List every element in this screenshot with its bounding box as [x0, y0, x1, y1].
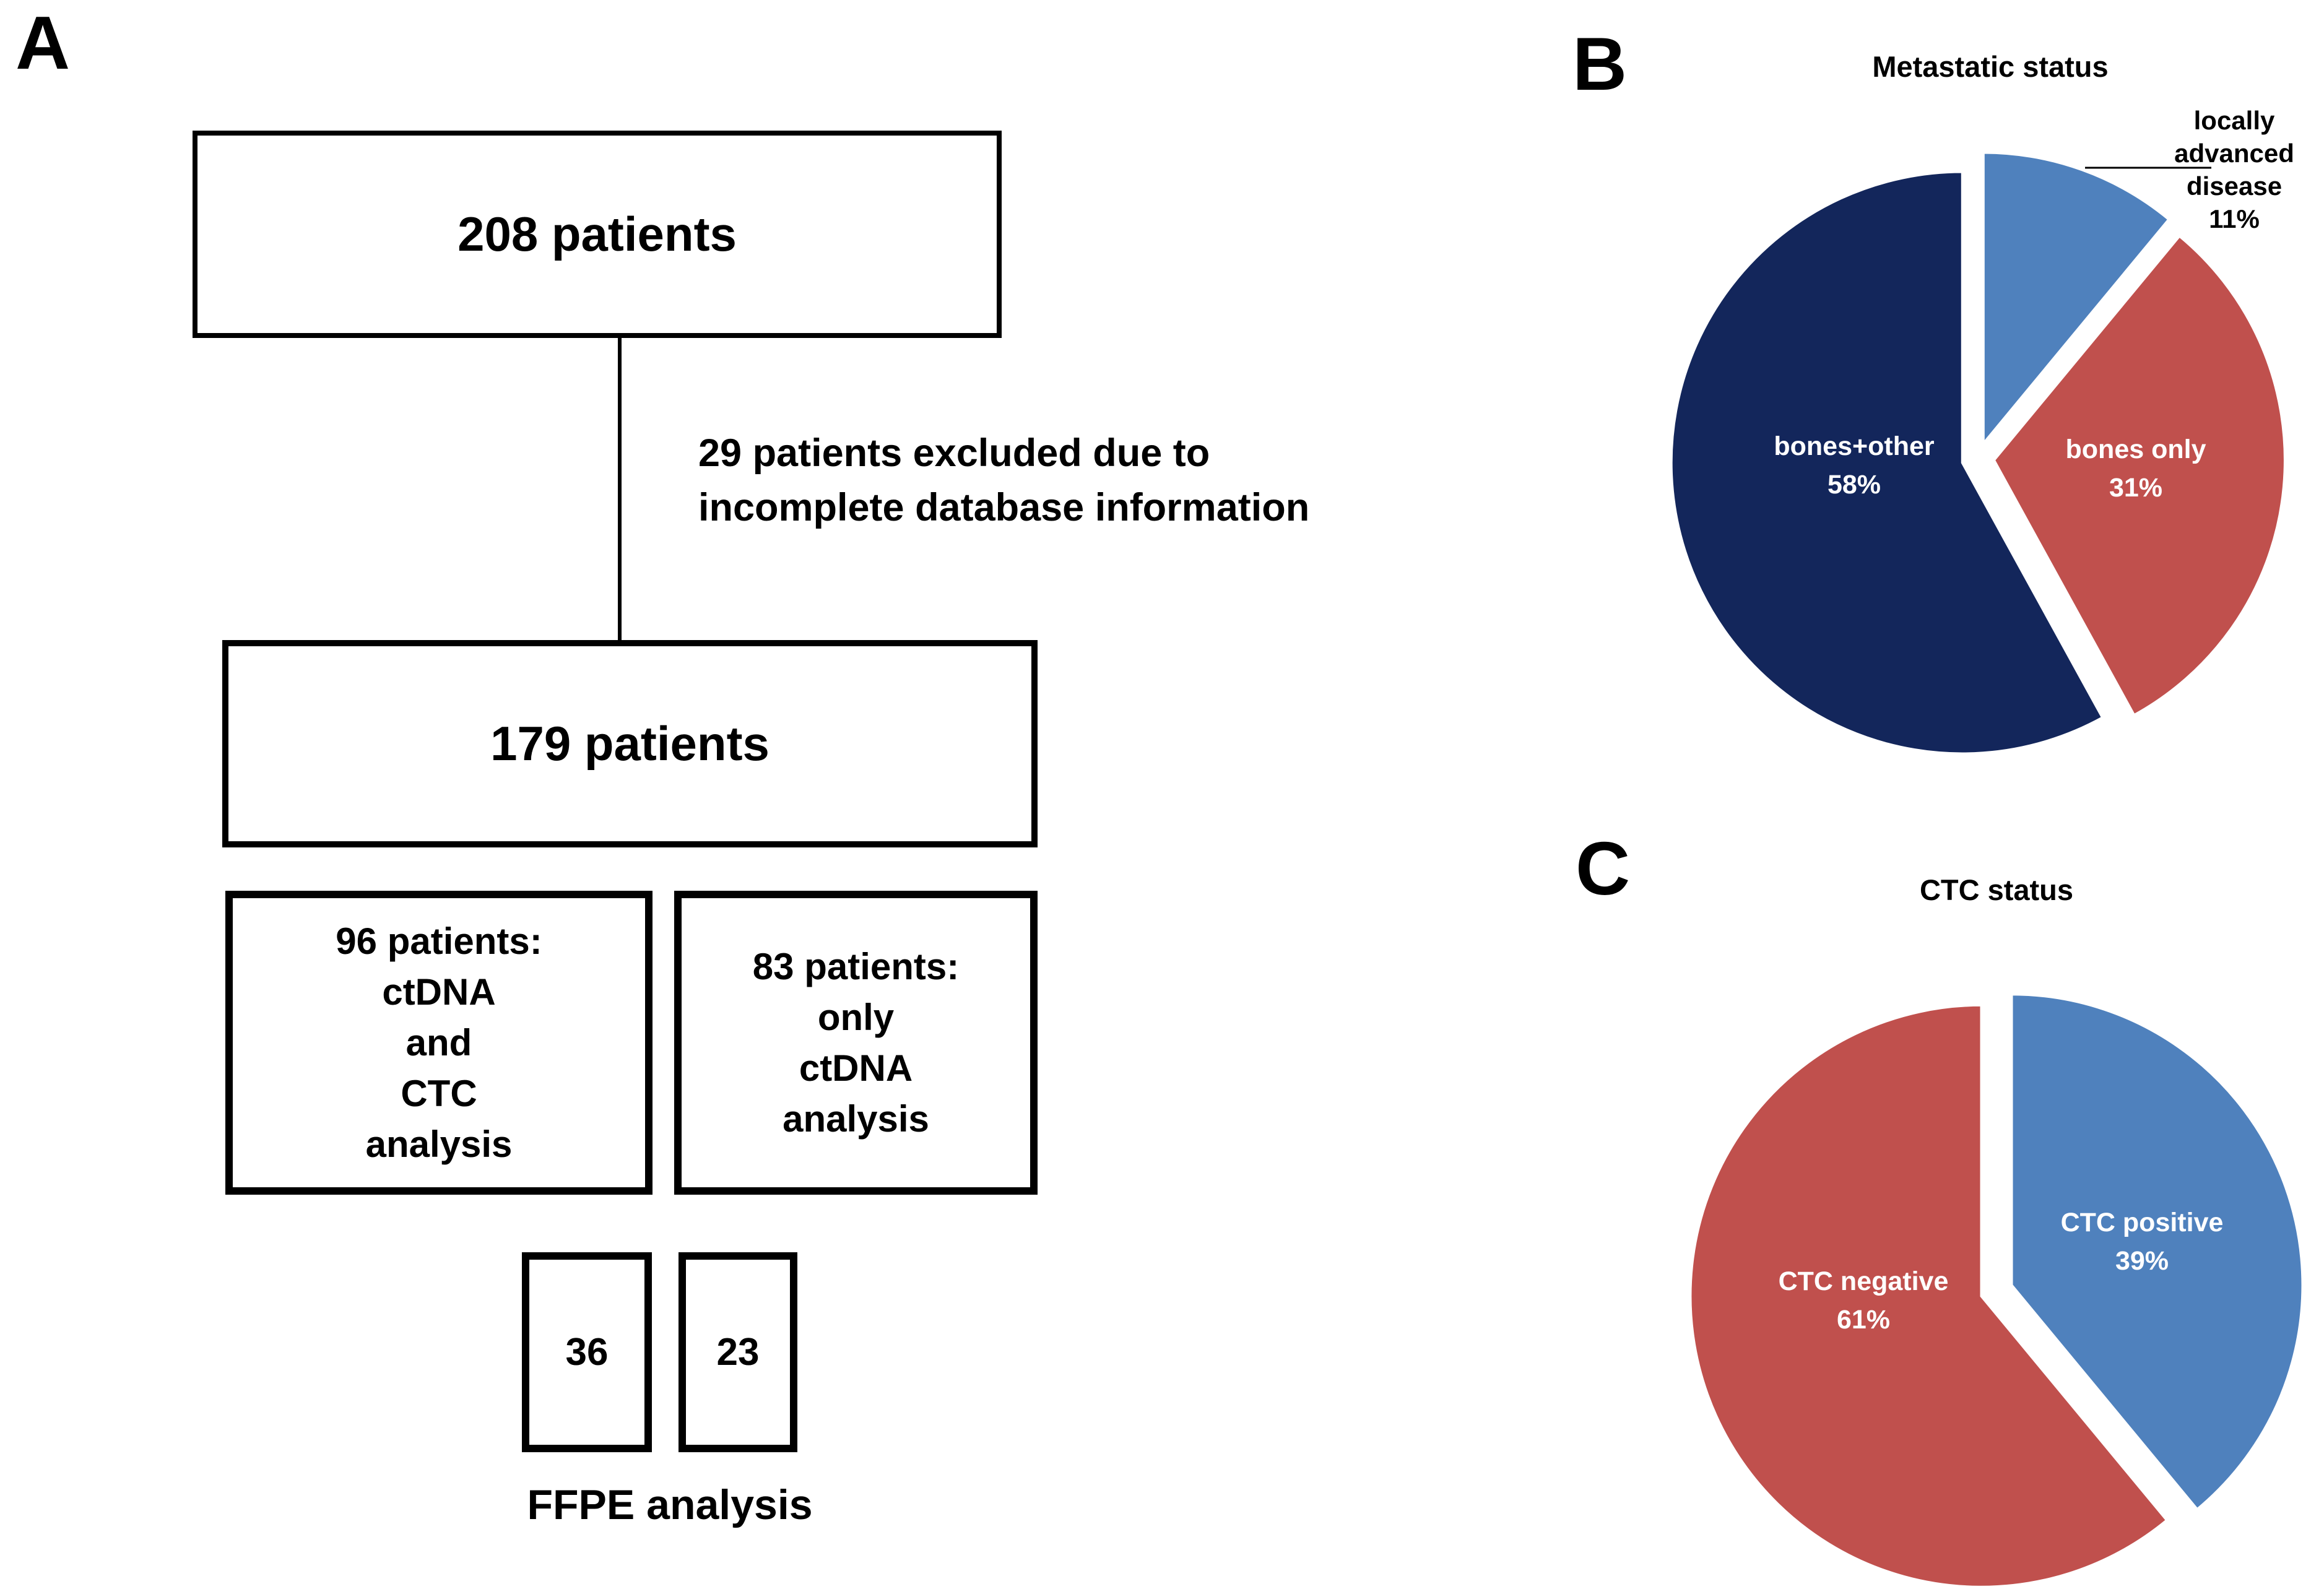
ctc-status-title: CTC status	[1919, 873, 2074, 906]
pie-slice-bones-other	[1670, 170, 2104, 755]
flow-box-96-patients: 96 patients: ctDNA and CTC analysis	[225, 891, 653, 1195]
flow-box-179-patients: 179 patients	[222, 640, 1038, 847]
pie-slice-ctc-negative	[1689, 1003, 2169, 1588]
flow-box-36: 36	[522, 1252, 652, 1452]
metastatic-status-title: Metastatic status	[1872, 50, 2109, 83]
panel-c-label: C	[1576, 826, 1631, 911]
exclusion-note: 29 patients excluded due to incomplete d…	[698, 431, 1310, 529]
pie-slice-ctc-positive	[2010, 993, 2304, 1512]
locally-advanced-disease-label: locally advanced disease 11%	[2174, 106, 2294, 233]
panel-a-label: A	[15, 1, 71, 85]
pie-slice-bones-only	[1992, 234, 2286, 717]
ffpe-analysis-label: FFPE analysis	[527, 1481, 813, 1528]
flow-box-23: 23	[679, 1252, 797, 1452]
flow-box-208-patients: 208 patients	[193, 131, 1002, 338]
pie-slice-locally-advanced-disease	[1982, 151, 2171, 448]
flow-connector-line	[618, 338, 622, 640]
flow-box-83-patients: 83 patients: only ctDNA analysis	[674, 891, 1038, 1195]
panel-b-label: B	[1572, 22, 1628, 106]
